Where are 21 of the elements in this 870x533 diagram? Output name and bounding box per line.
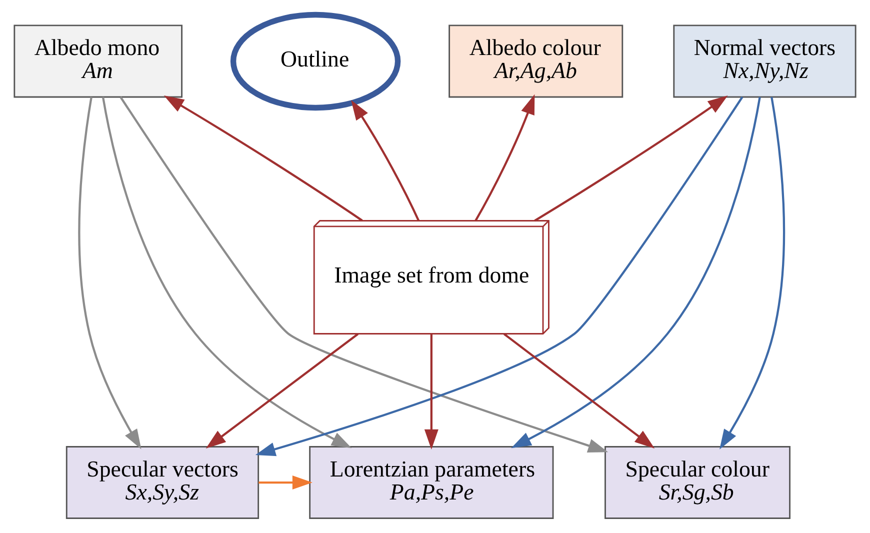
arrow — [258, 476, 312, 490]
node-box: Specular vectors Sx,Sy,Sz — [66, 446, 260, 519]
arrow — [511, 96, 761, 448]
arrow — [474, 94, 535, 222]
arrow — [504, 333, 655, 448]
node-box: Normal vectors Nx,Ny,Nz — [673, 24, 856, 98]
arrow — [206, 333, 359, 448]
node-box: Lorentzian parameters Pa,Ps,Pe — [309, 446, 554, 519]
node-box: Specular colour Sr,Sg,Sb — [604, 446, 790, 519]
node-box: Albedo colour Ar,Ag,Ab — [448, 24, 624, 98]
node-box: Albedo mono Am — [14, 24, 182, 98]
arrow — [78, 96, 142, 450]
arrow — [424, 334, 438, 450]
arrow — [351, 100, 420, 222]
arrow — [102, 96, 352, 448]
node-ellipse: Outline — [230, 12, 401, 111]
arrow — [534, 96, 728, 222]
arrow — [120, 96, 608, 452]
arrow — [255, 96, 744, 456]
arrow — [164, 96, 363, 222]
arrow — [720, 96, 786, 450]
